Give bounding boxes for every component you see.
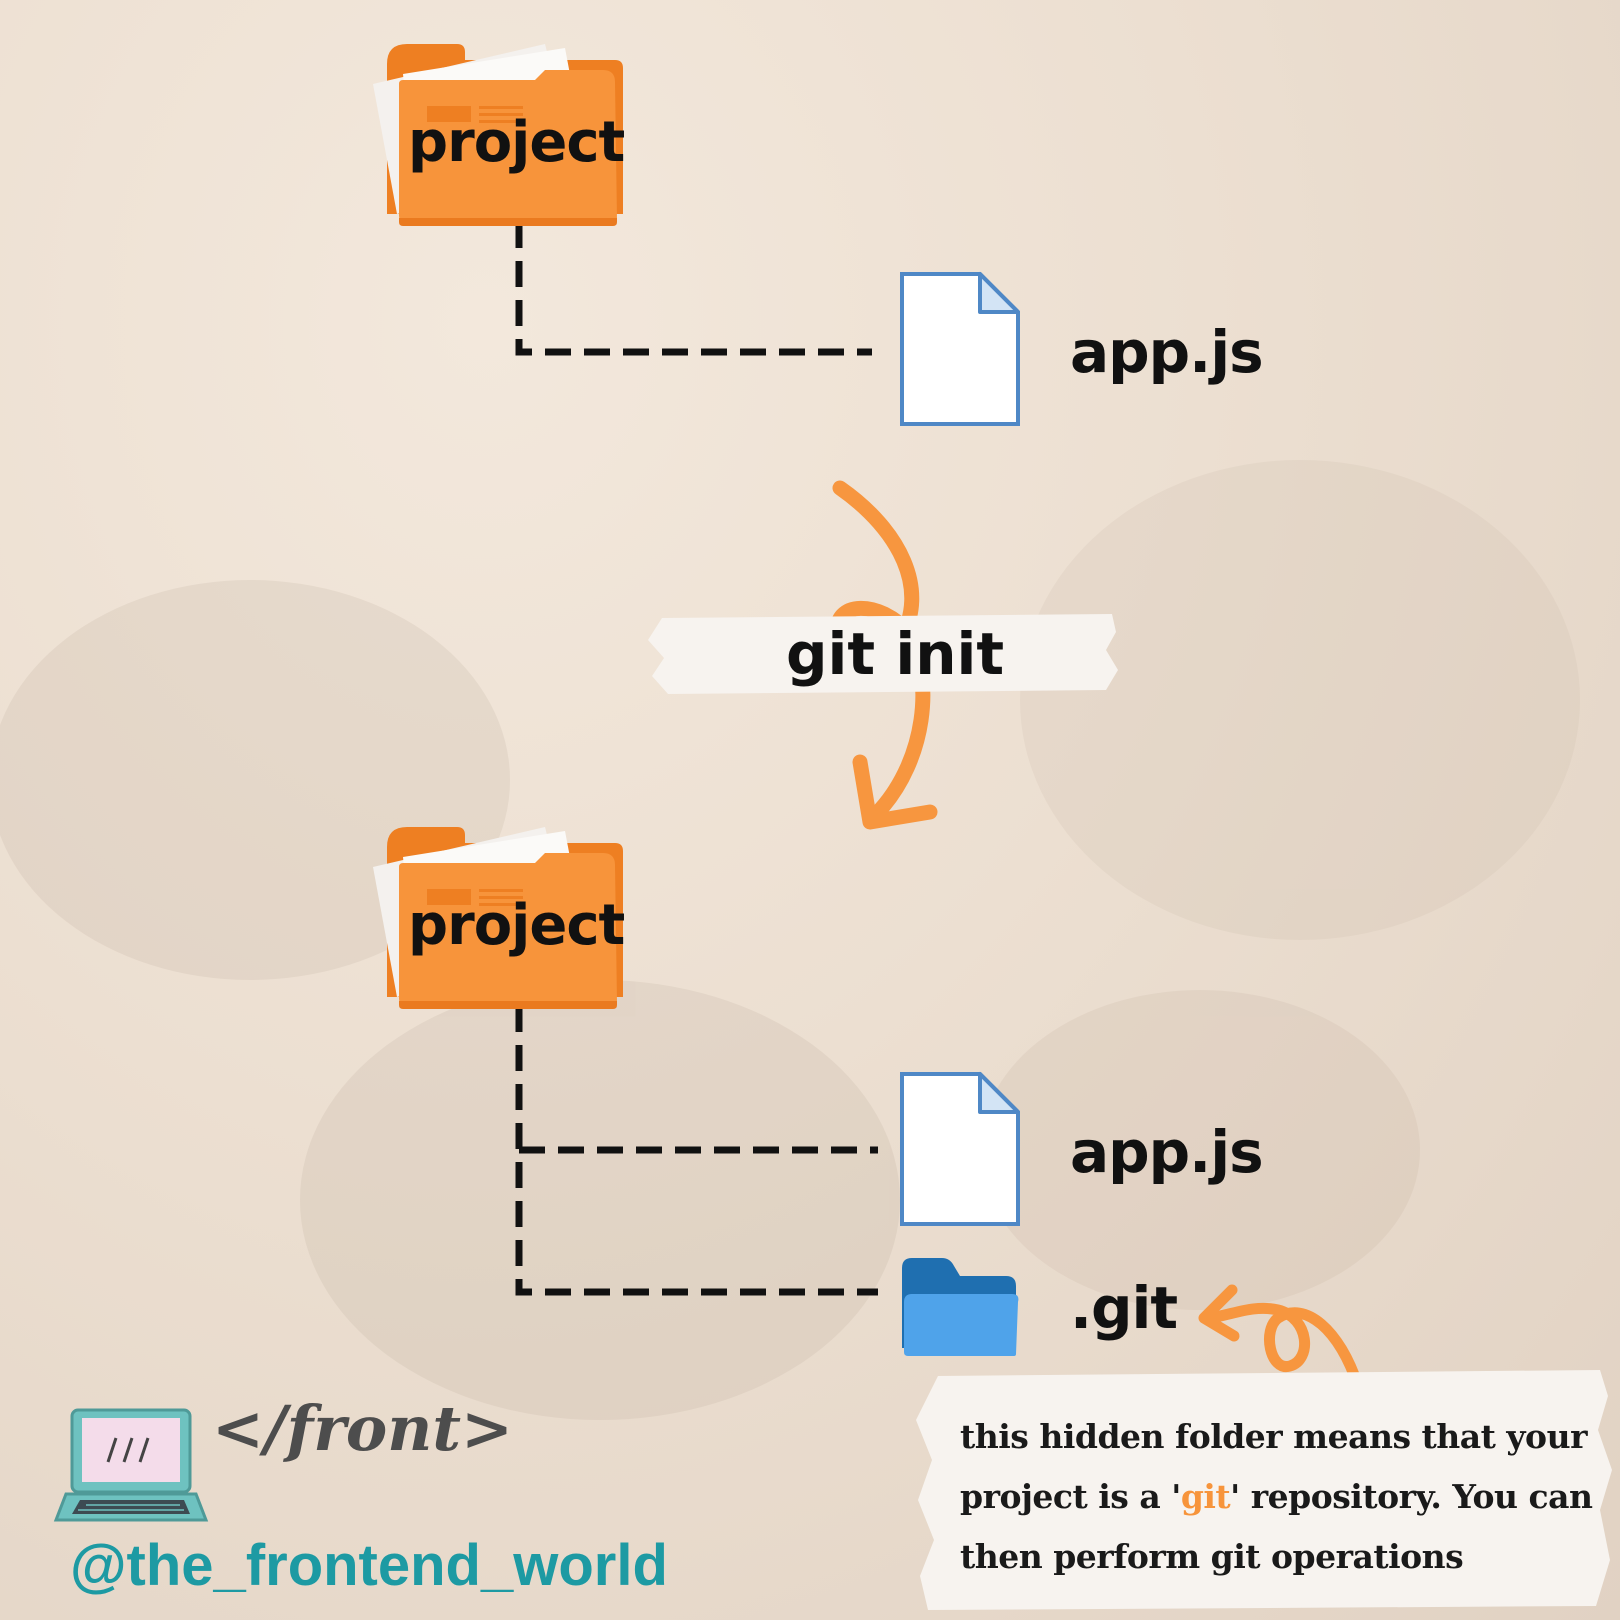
bottom-connector [515,1006,878,1296]
file-icon [900,1072,1020,1226]
note-highlight: git [1180,1477,1231,1516]
folder-icon [373,44,623,226]
folder-label: project [408,110,625,175]
note-text: this hidden folder means that your proje… [960,1407,1600,1587]
logo-text: </front> [212,1392,513,1465]
file-label: app.js [1070,318,1264,386]
note-text-part: this hidden folder means that your proje… [960,1417,1587,1516]
social-handle: @the_frontend_world [70,1533,668,1598]
note-paper [916,1370,1612,1610]
folder-label: project [408,893,625,958]
command-label: git init [786,620,1005,688]
file-icon [900,272,1020,426]
top-connector [515,222,872,356]
folder-icon [373,827,623,1009]
command-band [648,614,1118,694]
note-text-part: ' repository. You can then perform git o… [960,1477,1593,1576]
laptop-icon [53,1408,209,1522]
file-label: app.js [1070,1118,1264,1186]
blue-folder-icon [902,1258,1019,1356]
background-texture [0,460,1580,1420]
pointer-arrow [1198,1284,1364,1392]
git-folder-label: .git [1070,1274,1178,1342]
